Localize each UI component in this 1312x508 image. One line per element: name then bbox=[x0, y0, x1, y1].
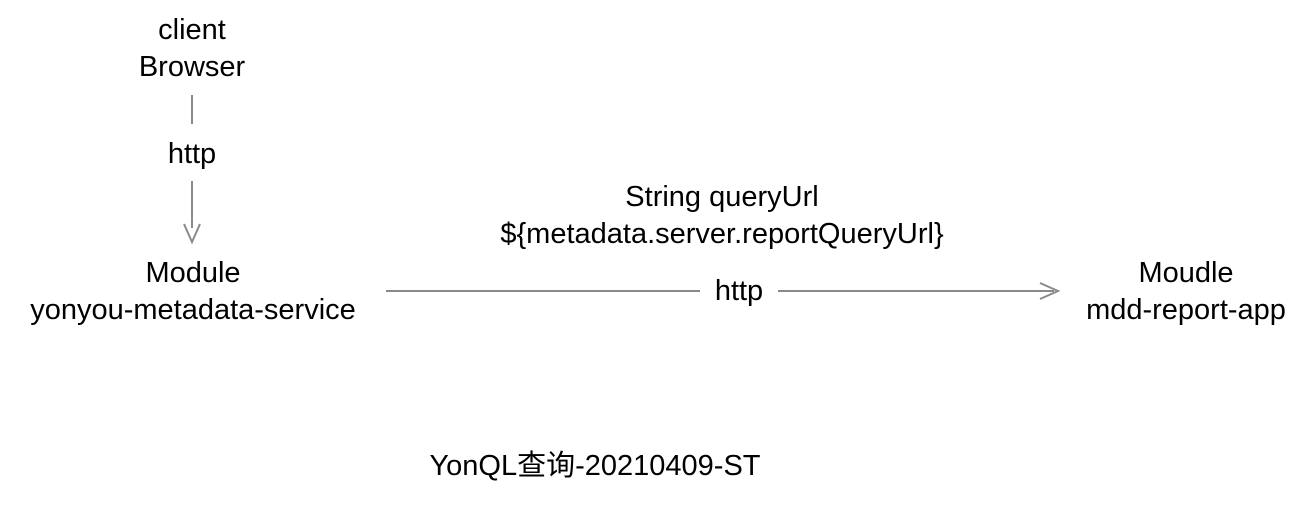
annotation-line1: String queryUrl bbox=[625, 181, 819, 213]
query-url-annotation: String queryUrl ${metadata.server.report… bbox=[452, 179, 992, 253]
node-report-line2: mdd-report-app bbox=[1086, 294, 1286, 326]
node-client-line2: Browser bbox=[138, 51, 246, 83]
arrowhead-down-icon bbox=[183, 223, 201, 245]
node-report-line1: Moudle bbox=[1138, 257, 1234, 289]
node-client-browser: client Browser bbox=[92, 12, 292, 86]
annotation-line2: ${metadata.server.reportQueryUrl} bbox=[500, 218, 944, 250]
node-report-app: Moudle mdd-report-app bbox=[1062, 255, 1310, 329]
arrowhead-right-icon bbox=[1039, 282, 1061, 300]
node-metadata-line2: yonyou-metadata-service bbox=[30, 294, 356, 326]
diagram-footer-title: YonQL查询-20210409-ST bbox=[429, 450, 761, 482]
node-metadata-line1: Module bbox=[145, 257, 241, 289]
edge-label-client-to-metadata: http bbox=[152, 136, 232, 173]
node-client-line1: client bbox=[158, 14, 226, 46]
node-metadata-service: Module yonyou-metadata-service bbox=[0, 255, 386, 329]
edge-label-metadata-to-report: http bbox=[702, 273, 776, 310]
